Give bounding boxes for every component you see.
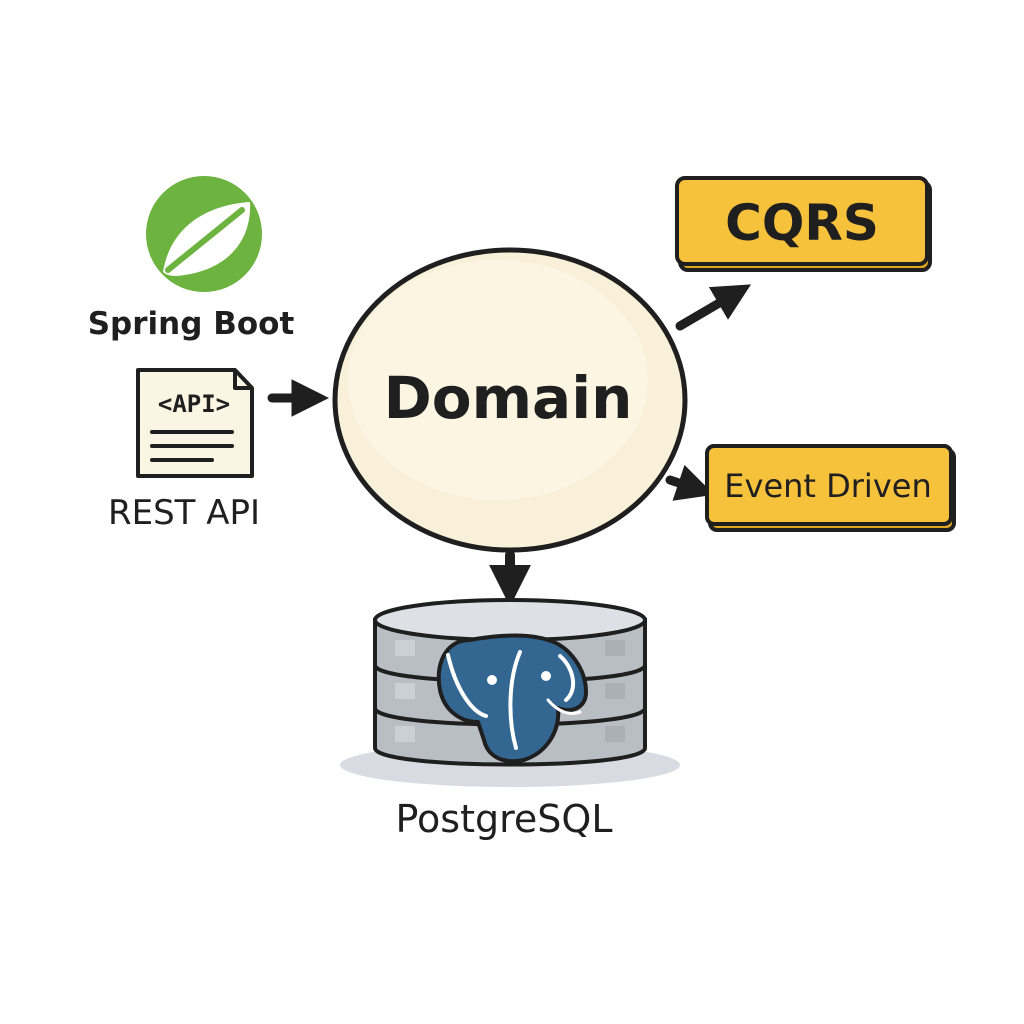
arrow-domain-to-cqrs xyxy=(675,284,752,331)
cqrs-node: CQRS xyxy=(675,176,932,272)
event-driven-node: Event Driven xyxy=(705,444,956,532)
cqrs-box xyxy=(675,176,929,266)
event-driven-label: Event Driven xyxy=(724,467,931,505)
spring-leaf-icon xyxy=(146,176,262,292)
postgresql-node: PostgreSQL xyxy=(340,598,680,841)
arrow-domain-to-event-driven xyxy=(665,464,715,501)
spring-boot-node: Spring Boot xyxy=(88,176,295,342)
document-icon xyxy=(136,368,254,478)
elephant-icon xyxy=(436,633,588,764)
document-tag: <API> xyxy=(158,390,230,418)
cqrs-label: CQRS xyxy=(725,194,879,252)
edges xyxy=(267,284,752,607)
spring-boot-label: Spring Boot xyxy=(88,306,295,342)
postgresql-label: PostgreSQL xyxy=(396,797,613,841)
domain-node: Domain xyxy=(332,247,688,553)
event-driven-box xyxy=(705,444,953,526)
rest-api-node: <API> REST API xyxy=(108,368,260,533)
domain-label: Domain xyxy=(384,364,633,432)
rest-api-label: REST API xyxy=(108,493,260,533)
